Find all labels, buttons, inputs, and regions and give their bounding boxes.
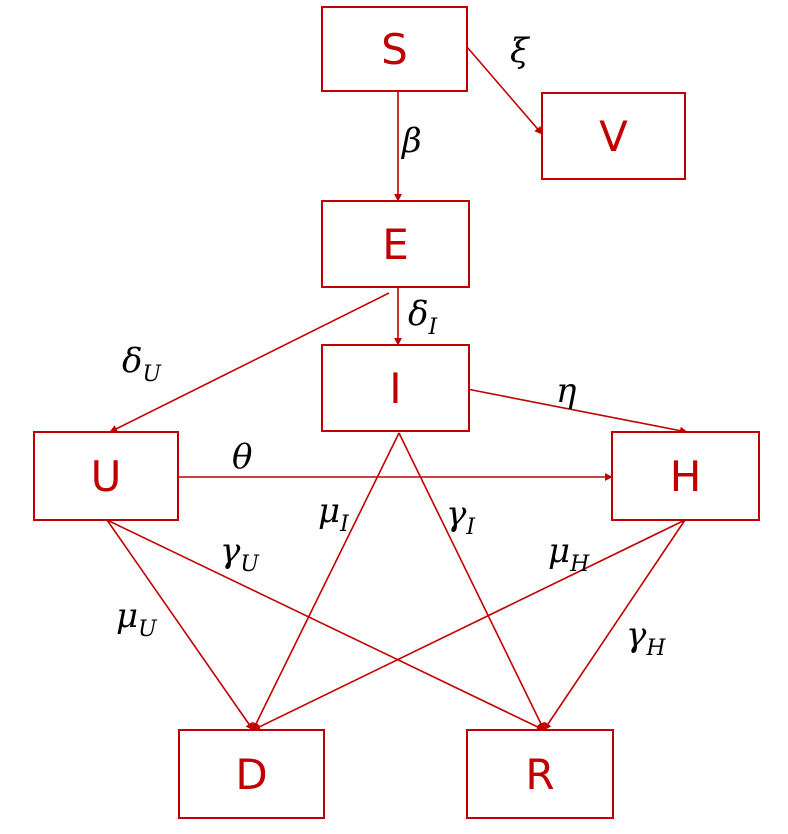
node-label-e: E [382,220,409,269]
arrow-e-to-u [109,292,390,433]
rate-label-i-to-d: μI [318,491,350,537]
arrow-h-to-d [252,519,686,731]
rate-label-u-to-h: θ [232,437,252,477]
compartment-nodes: S V E I U H D R [33,6,760,819]
node-v: V [541,92,686,180]
node-d: D [178,729,325,819]
rate-label-e-to-i: δI [408,294,438,340]
node-box-u [33,431,179,521]
node-label-h: H [670,452,702,501]
transition-arrows [106,39,688,731]
node-s: S [321,6,468,92]
rate-label-u-to-d: μU [116,596,158,642]
arrow-i-to-h [466,388,688,435]
rate-label-e-to-u: δU [122,341,162,387]
node-label-d: D [235,750,267,799]
node-u: U [33,431,179,521]
node-h: H [611,431,760,521]
node-label-u: U [91,452,122,501]
arrow-i-to-d [252,432,400,731]
arrow-u-to-d [106,519,254,731]
node-label-r: R [525,750,554,799]
node-i: I [321,344,470,432]
node-box-e [321,200,470,288]
node-box-r [466,729,614,819]
node-e: E [321,200,470,288]
rate-labels: ξ β δI δU η θ μI γI μU γU μH γH [116,31,666,661]
node-box-i [321,344,470,432]
node-box-s [321,6,468,92]
node-r: R [466,729,614,819]
node-label-i: I [389,364,401,413]
node-label-v: V [599,112,628,161]
rate-label-s-to-v: ξ [510,31,531,71]
rate-label-s-to-e: β [400,121,422,161]
arrow-u-to-r [106,519,545,731]
rate-label-h-to-d: μH [548,531,590,577]
node-box-d [178,729,325,819]
rate-label-h-to-r: γH [626,615,666,661]
arrow-h-to-r [543,519,686,731]
node-box-v [541,92,686,180]
node-label-s: S [381,25,408,74]
rate-label-i-to-h: η [556,371,577,411]
rate-label-i-to-r: γI [446,494,476,540]
arrow-i-to-r [398,432,545,731]
arrow-s-to-v [460,39,543,135]
rate-label-u-to-r: γU [220,531,260,577]
node-box-h [611,431,760,521]
